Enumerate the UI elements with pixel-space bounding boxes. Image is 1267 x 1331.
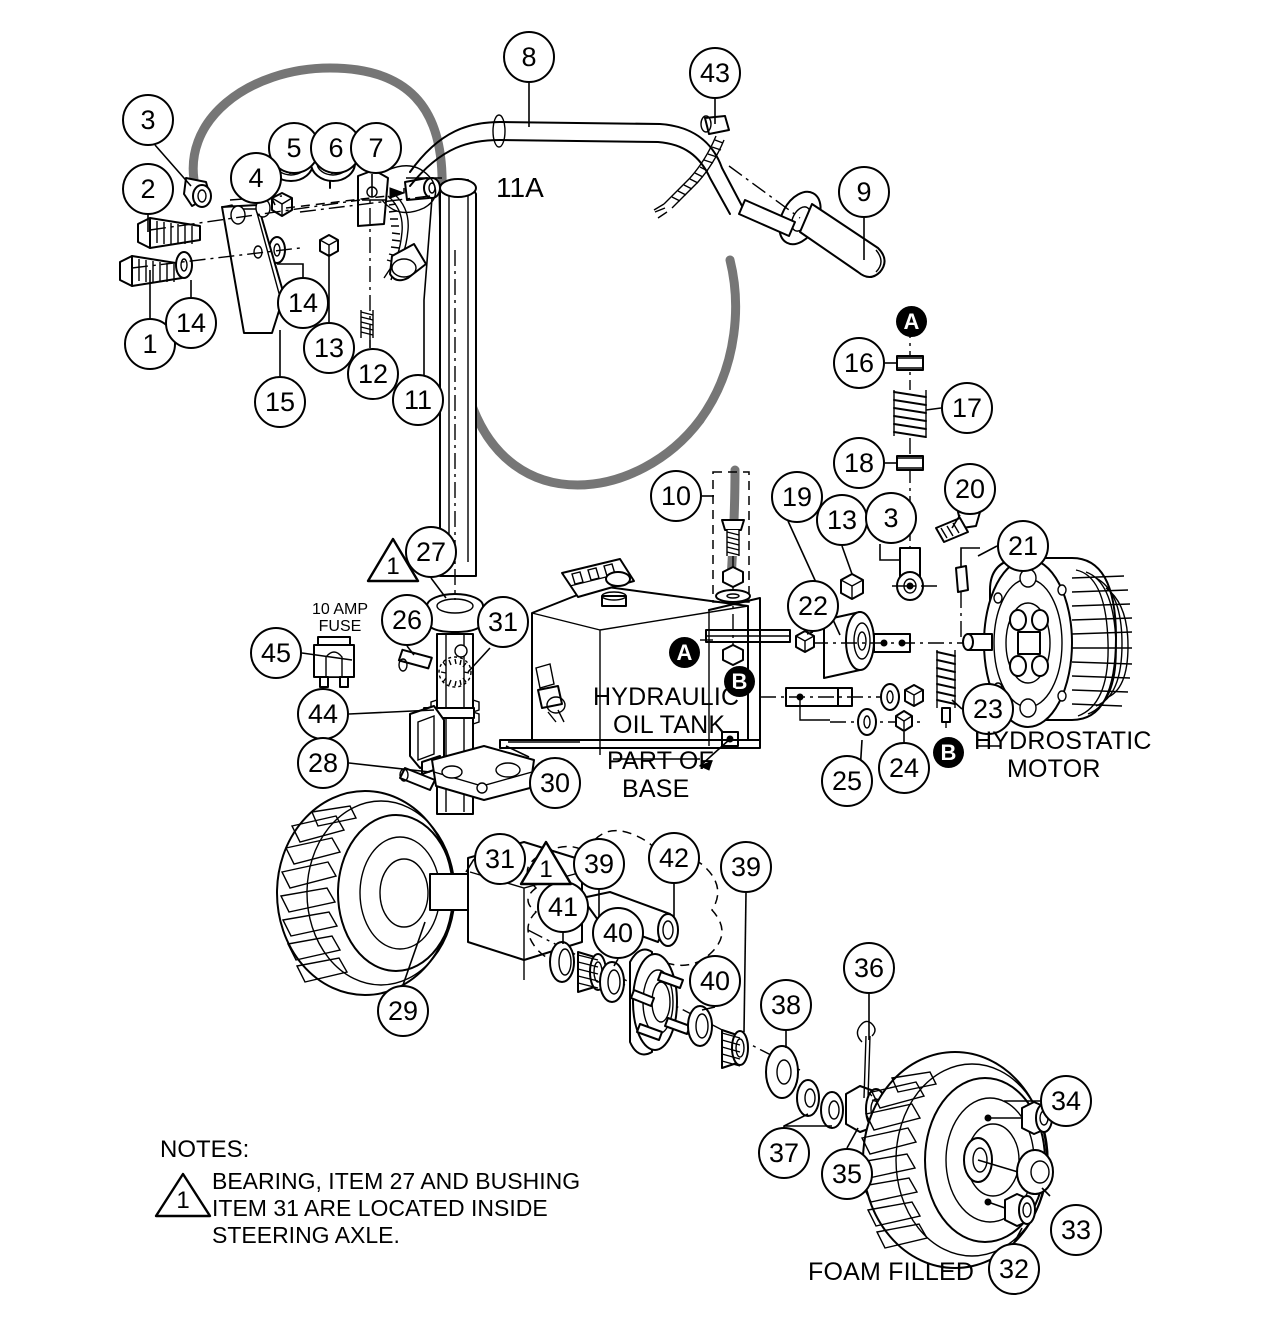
note-ref-triangle-1: 1 <box>518 838 574 888</box>
steering-axle-plate-30 <box>431 745 535 801</box>
callout-18[interactable]: 18 <box>833 437 885 489</box>
note-text-line3: STEERING AXLE. <box>212 1222 400 1248</box>
callout-37[interactable]: 37 <box>758 1127 810 1179</box>
callout-31[interactable]: 31 <box>474 833 526 885</box>
callout-17[interactable]: 17 <box>941 382 993 434</box>
section-marker-B: B <box>724 666 755 697</box>
note-ref-triangle-label: 1 <box>539 856 553 883</box>
callout-41[interactable]: 41 <box>537 881 589 933</box>
callout-36[interactable]: 36 <box>843 942 895 994</box>
callout-15[interactable]: 15 <box>254 376 306 428</box>
callout-40[interactable]: 40 <box>592 907 644 959</box>
callout-13[interactable]: 13 <box>816 494 868 546</box>
callout-9[interactable]: 9 <box>838 166 890 218</box>
callout-11[interactable]: 11 <box>392 374 444 426</box>
callout-19[interactable]: 19 <box>771 471 823 523</box>
callout-29[interactable]: 29 <box>377 985 429 1037</box>
section-marker-A: A <box>669 637 700 668</box>
callout-16[interactable]: 16 <box>833 337 885 389</box>
note-triangle-label: 1 <box>176 1187 190 1214</box>
callout-12[interactable]: 12 <box>347 348 399 400</box>
label-fuse-line1: 10 AMP <box>311 601 369 618</box>
hydrostatic-motor <box>955 547 1133 747</box>
note-text-line2: ITEM 31 ARE LOCATED INSIDE <box>212 1195 548 1221</box>
spring-stack-16-17-18 <box>893 322 981 601</box>
note-ref-triangle-1: 1 <box>365 535 421 585</box>
fuse-45 <box>313 636 355 688</box>
label-hydraulic-oil-tank-line1: HYDRAULIC <box>593 683 740 711</box>
callout-39[interactable]: 39 <box>720 841 772 893</box>
lower-linkage-24-25 <box>760 650 956 736</box>
callout-10[interactable]: 10 <box>650 470 702 522</box>
callout-28[interactable]: 28 <box>297 737 349 789</box>
callout-3[interactable]: 3 <box>122 94 174 146</box>
label-hydrostatic-motor-line2: MOTOR <box>1007 755 1101 783</box>
callout-14[interactable]: 14 <box>165 297 217 349</box>
callout-30[interactable]: 30 <box>529 757 581 809</box>
callout-31[interactable]: 31 <box>477 596 529 648</box>
label-foam-filled: FOAM FILLED <box>808 1258 975 1286</box>
callout-7[interactable]: 7 <box>350 122 402 174</box>
callout-24[interactable]: 24 <box>878 742 930 794</box>
rear-tire-assembly <box>859 1051 1054 1269</box>
callout-34[interactable]: 34 <box>1040 1075 1092 1127</box>
label-hydrostatic-motor-line1: HYDROSTATIC <box>974 727 1152 755</box>
callout-22[interactable]: 22 <box>787 580 839 632</box>
callout-27[interactable]: 27 <box>405 526 457 578</box>
label-part-of-base-line1: PART OF <box>607 747 714 775</box>
callout-39[interactable]: 39 <box>573 838 625 890</box>
callout-8[interactable]: 8 <box>503 31 555 83</box>
hydraulic-oil-tank <box>499 558 791 771</box>
callout-33[interactable]: 33 <box>1050 1204 1102 1256</box>
note-triangle-icon <box>154 1172 212 1218</box>
callout-45[interactable]: 45 <box>250 627 302 679</box>
label-11a: 11A <box>496 172 544 203</box>
callout-42[interactable]: 42 <box>648 832 700 884</box>
label-fuse-line2: FUSE <box>318 618 362 635</box>
item-10-boxed-assembly <box>700 471 751 666</box>
callout-14[interactable]: 14 <box>277 277 329 329</box>
callout-20[interactable]: 20 <box>944 463 996 515</box>
callout-13[interactable]: 13 <box>303 322 355 374</box>
callout-21[interactable]: 21 <box>997 520 1049 572</box>
section-marker-B: B <box>933 737 964 768</box>
notes-heading: NOTES: <box>160 1136 250 1163</box>
callout-4[interactable]: 4 <box>230 152 282 204</box>
label-part-of-base-line2: BASE <box>622 775 690 803</box>
callout-44[interactable]: 44 <box>297 688 349 740</box>
callout-43[interactable]: 43 <box>689 47 741 99</box>
callout-40[interactable]: 40 <box>689 955 741 1007</box>
callout-26[interactable]: 26 <box>381 594 433 646</box>
callout-25[interactable]: 25 <box>821 755 873 807</box>
callout-23[interactable]: 23 <box>962 683 1014 735</box>
label-hydraulic-oil-tank-line2: OIL TANK <box>613 711 726 739</box>
callout-35[interactable]: 35 <box>821 1148 873 1200</box>
callout-3[interactable]: 3 <box>865 492 917 544</box>
hub-parts <box>527 929 887 1133</box>
callout-32[interactable]: 32 <box>988 1243 1040 1295</box>
callout-38[interactable]: 38 <box>760 979 812 1031</box>
cylinder-assembly-19 <box>795 573 990 679</box>
note-ref-triangle-label: 1 <box>386 553 400 580</box>
note-text-line1: BEARING, ITEM 27 AND BUSHING <box>212 1168 581 1194</box>
callout-2[interactable]: 2 <box>122 163 174 215</box>
section-marker-A: A <box>896 306 927 337</box>
